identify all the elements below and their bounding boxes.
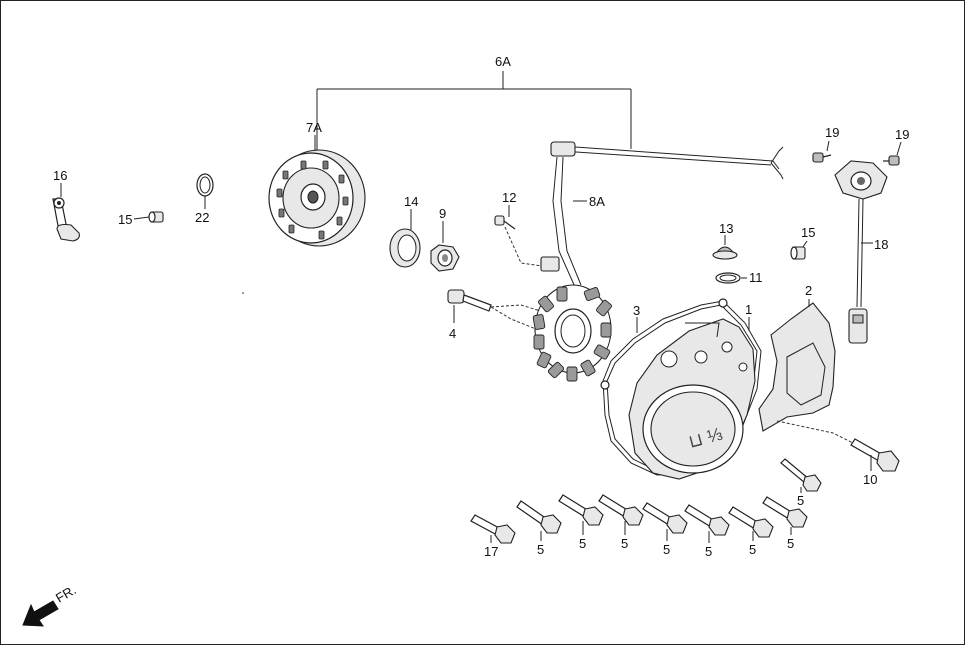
part-13-plug — [712, 235, 738, 260]
part-5-bolt-d — [684, 504, 730, 543]
part-7a-flywheel — [268, 135, 366, 247]
label-12: 12 — [502, 190, 516, 205]
part-2-sprocket-cover — [758, 299, 862, 448]
label-5-d: 5 — [705, 544, 712, 559]
part-19-screws — [812, 140, 902, 166]
part-16-clamp — [52, 183, 80, 242]
label-2: 2 — [805, 283, 812, 298]
part-11-oring — [715, 272, 747, 284]
part-15-collar-left — [133, 211, 164, 223]
part-5-bolt-a — [780, 458, 822, 493]
front-indicator: FR. — [22, 582, 79, 627]
label-4: 4 — [449, 326, 456, 341]
label-19-left: 19 — [825, 125, 839, 140]
part-1-cover: ⊔ ⅓ — [628, 317, 756, 480]
callout-labels: 6A 7A 8A 16 15 22 14 9 12 4 13 11 15 3 1… — [53, 54, 909, 559]
label-3: 3 — [633, 303, 640, 318]
label-5-f: 5 — [621, 536, 628, 551]
part-12-screw — [494, 205, 550, 268]
part-4-bolt — [447, 289, 548, 332]
label-5-c: 5 — [749, 542, 756, 557]
label-5-a: 5 — [797, 493, 804, 508]
label-6a: 6A — [495, 54, 511, 69]
label-15-right: 15 — [801, 225, 815, 240]
part-17-bolt — [470, 514, 516, 544]
part-5-bolt-c — [728, 506, 774, 541]
label-14: 14 — [404, 194, 418, 209]
label-10: 10 — [863, 472, 877, 487]
part-8a-stator — [532, 141, 784, 382]
bolts-row — [470, 458, 822, 544]
label-5-h: 5 — [537, 542, 544, 557]
label-8a: 8A — [589, 194, 605, 209]
label-11: 11 — [749, 270, 763, 285]
part-5-bolt-h — [516, 500, 562, 541]
label-18: 18 — [874, 237, 888, 252]
label-22: 22 — [195, 210, 209, 225]
part-18-sensor — [834, 160, 888, 344]
label-16: 16 — [53, 168, 67, 183]
label-5-e: 5 — [663, 542, 670, 557]
part-5-bolt-e — [642, 502, 688, 541]
label-19-right: 19 — [895, 127, 909, 142]
label-15-left: 15 — [118, 212, 132, 227]
part-22-oring — [196, 173, 214, 209]
label-7a: 7A — [306, 120, 322, 135]
part-14-washer — [389, 209, 421, 268]
label-13: 13 — [719, 221, 733, 236]
part-9-nut — [430, 221, 460, 272]
part-10-bolt — [850, 438, 900, 472]
label-9: 9 — [439, 206, 446, 221]
part-5-bolt-g — [558, 494, 604, 535]
bracket-6a — [316, 71, 632, 151]
front-indicator-label: FR. — [53, 582, 79, 605]
label-1: 1 — [745, 302, 752, 317]
label-17: 17 — [484, 544, 498, 559]
part-15-collar-right — [790, 240, 808, 260]
part-5-bolt-b — [762, 496, 808, 535]
label-5-g: 5 — [579, 536, 586, 551]
label-5-b: 5 — [787, 536, 794, 551]
part-5-bolt-f — [598, 494, 644, 535]
